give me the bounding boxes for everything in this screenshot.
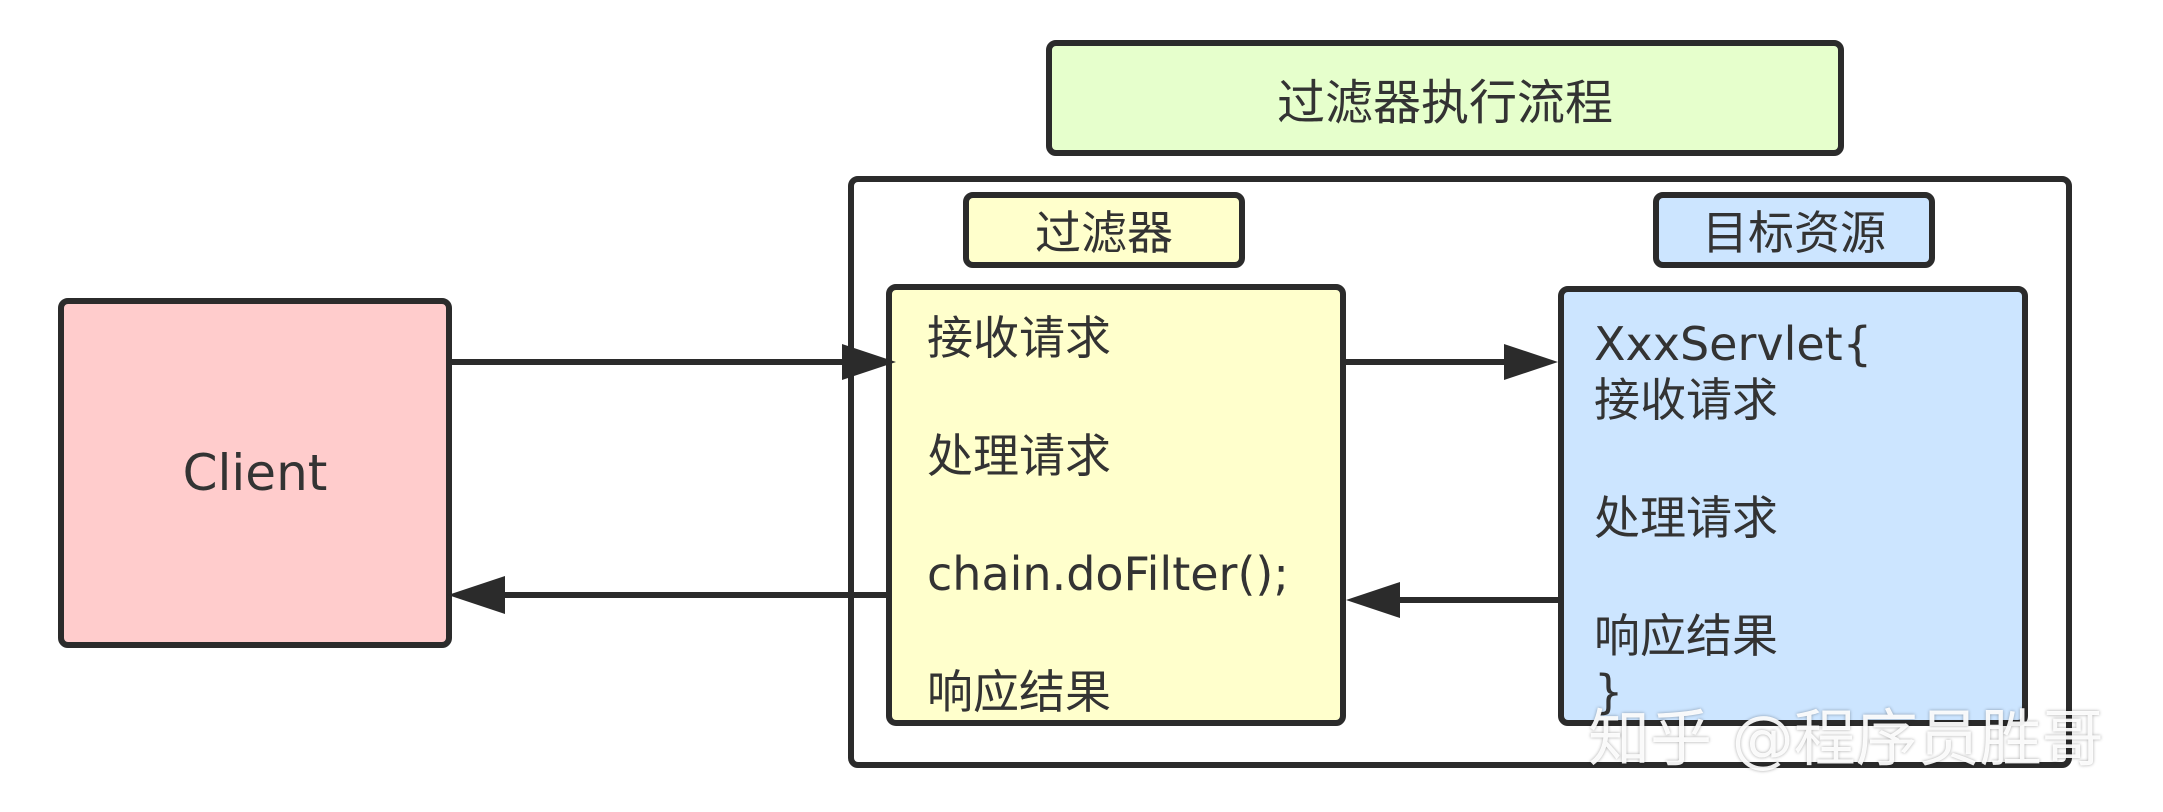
arrowhead-filter-to-client: [448, 576, 505, 614]
diagram-title-box: 过滤器执行流程: [1046, 40, 1844, 156]
diagram-title: 过滤器执行流程: [1276, 75, 1613, 131]
filter-step-receive: 接收请求: [927, 311, 1111, 365]
target-resource-label-box: 目标资源: [1653, 192, 1935, 268]
servlet-step-receive: 接收请求: [1594, 373, 1778, 427]
filter-step-process: 处理请求: [927, 429, 1111, 483]
arrowhead-filter-to-servlet: [1504, 344, 1558, 380]
watermark: 知乎 @程序员胜哥: [1588, 702, 2104, 775]
filter-step-dofilter: chain.doFilter();: [927, 547, 1289, 601]
servlet-step-process: 处理请求: [1594, 491, 1778, 545]
arrowhead-servlet-to-filter: [1346, 582, 1400, 618]
target-resource-label: 目标资源: [1702, 206, 1886, 260]
servlet-class-close: }: [1594, 665, 1624, 719]
filter-node: 接收请求 处理请求 chain.doFilter(); 响应结果: [886, 284, 1346, 726]
client-label: Client: [182, 444, 328, 502]
arrowhead-client-to-filter: [842, 344, 896, 380]
filter-label-box: 过滤器: [963, 192, 1245, 268]
filter-label: 过滤器: [1035, 206, 1173, 260]
servlet-node: XxxServlet{ 接收请求 处理请求 响应结果 }: [1558, 286, 2028, 726]
client-node: Client: [58, 298, 452, 648]
filter-step-respond: 响应结果: [927, 665, 1111, 719]
servlet-class-open: XxxServlet{: [1594, 317, 1872, 371]
servlet-step-respond: 响应结果: [1594, 609, 1778, 663]
